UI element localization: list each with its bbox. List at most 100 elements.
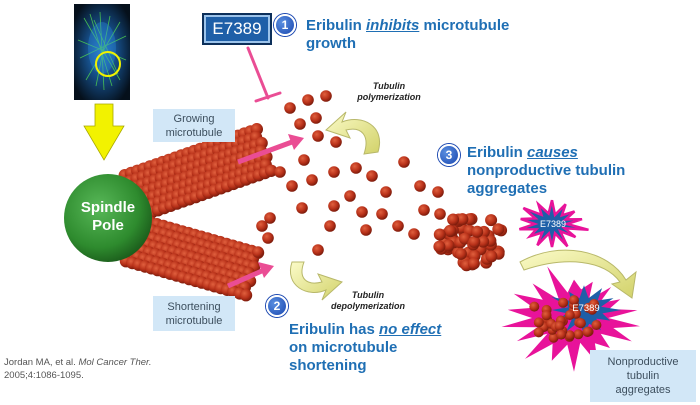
micrograph-image — [74, 4, 130, 100]
tubulin-bead — [573, 329, 584, 340]
tubulin-bead — [360, 224, 372, 236]
drug-starburst-1 — [518, 199, 589, 248]
tubulin-bead — [432, 186, 444, 198]
tubulin-bead — [294, 118, 306, 130]
tubulin-bead — [265, 164, 278, 177]
tubulin-bead — [575, 318, 586, 329]
tubulin-bead — [485, 250, 498, 263]
tubulin-bead — [418, 204, 430, 216]
citation: Jordan MA, et al. Mol Cancer Ther. 2005;… — [4, 357, 152, 381]
starburst-2-label: E7389 — [572, 303, 600, 314]
tubulin-bead — [434, 208, 446, 220]
tubulin-bead — [408, 228, 420, 240]
tubulin-bead — [312, 130, 324, 142]
drug-box: E7389 — [202, 13, 272, 45]
polymerization-curved-arrow — [325, 111, 381, 155]
polymerization-label: Tubulin polymerization — [357, 81, 421, 102]
tubulin-bead — [302, 94, 314, 106]
pink-arrow-growth — [237, 134, 304, 165]
tubulin-bead — [414, 180, 426, 192]
tubulin-bead — [554, 320, 565, 331]
tubulin-bead — [356, 206, 368, 218]
inhibition-line — [246, 46, 282, 103]
nonproductive-aggregates-label: Nonproductive tubulin aggregates — [590, 350, 696, 402]
point-2-badge: 2 — [266, 295, 288, 317]
tubulin-bead — [533, 317, 544, 328]
tubulin-bead — [298, 154, 310, 166]
free-tubulin-dimers — [252, 90, 446, 258]
tubulin-bead — [324, 220, 336, 232]
drug-box-label: E7389 — [212, 19, 262, 38]
tubulin-bead — [591, 320, 602, 330]
microtubules — [118, 123, 278, 302]
tubulin-bead — [256, 220, 268, 232]
spindle-pole-label: Spindle Pole — [80, 199, 136, 234]
growing-microtubule-label: Growing microtubule — [153, 109, 235, 142]
tubulin-bead — [252, 246, 264, 258]
tubulin-bead — [558, 297, 569, 308]
tubulin-bead — [582, 326, 593, 337]
nonproductive-aggregate — [529, 295, 602, 343]
tubulin-bead — [444, 224, 457, 237]
starburst-1-label: E7389 — [539, 219, 567, 229]
tubulin-bead — [296, 202, 308, 214]
tubulin-bead — [306, 174, 318, 186]
spindle-pole — [64, 174, 152, 262]
point-1-badge: 1 — [274, 14, 296, 36]
tubulin-bead — [456, 213, 469, 226]
tubulin-bead — [471, 225, 484, 238]
tubulin-bead — [320, 90, 332, 102]
tubulin-bead — [477, 235, 490, 248]
tubulin-bead — [264, 212, 276, 224]
tubulin-bead — [286, 180, 298, 192]
tubulin-bead — [492, 223, 505, 236]
tubulin-bead — [529, 301, 540, 312]
tubulin-bead — [433, 228, 446, 241]
tubulin-bead — [564, 310, 575, 320]
tubulin-bead — [310, 112, 322, 124]
tubulin-bead — [366, 170, 378, 182]
tubulin-bead — [312, 244, 324, 256]
tubulin-bead — [344, 190, 356, 202]
point-3-badge: 3 — [438, 144, 460, 166]
tubulin-bead — [328, 200, 340, 212]
tubulin-bead — [467, 257, 480, 270]
point-1-text: Eribulin inhibits microtubule growth — [306, 17, 510, 52]
aggregate-curved-arrow — [519, 249, 637, 299]
yellow-down-arrow — [83, 103, 125, 161]
tubulin-bead — [454, 247, 467, 260]
tubulin-bead — [398, 156, 410, 168]
depolymerization-label: Tubulin depolymerization — [330, 290, 405, 311]
tubulin-bead — [433, 240, 446, 253]
point-2-text: Eribulin has no effect on microtubule sh… — [289, 321, 442, 374]
tubulin-bead — [239, 289, 253, 302]
tubulin-bead — [468, 235, 481, 248]
point-3-text: Eribulin causes nonproductive tubulin ag… — [467, 144, 626, 197]
tubulin-bead — [328, 166, 340, 178]
tubulin-aggregate — [433, 213, 508, 272]
tubulin-bead — [262, 232, 274, 244]
tubulin-bead — [284, 102, 296, 114]
tubulin-bead — [274, 166, 286, 178]
tubulin-bead — [350, 162, 362, 174]
depolymerization-curved-arrow — [289, 261, 343, 301]
tubulin-bead — [392, 220, 404, 232]
tubulin-bead — [548, 332, 559, 343]
tubulin-bead — [587, 304, 598, 315]
tubulin-bead — [569, 295, 579, 306]
highlight-circle — [95, 51, 121, 77]
tubulin-bead — [541, 310, 552, 321]
tubulin-bead — [556, 329, 567, 340]
tubulin-bead — [485, 214, 498, 227]
pink-arrow-shortening — [226, 262, 274, 289]
tubulin-bead — [376, 208, 388, 220]
tubulin-bead — [442, 239, 455, 252]
tubulin-bead — [380, 186, 392, 198]
tubulin-bead — [533, 327, 544, 338]
tubulin-bead — [564, 330, 575, 341]
tubulin-bead — [447, 213, 460, 226]
shortening-microtubule-label: Shortening microtubule — [153, 296, 235, 331]
tubulin-bead — [330, 136, 342, 148]
